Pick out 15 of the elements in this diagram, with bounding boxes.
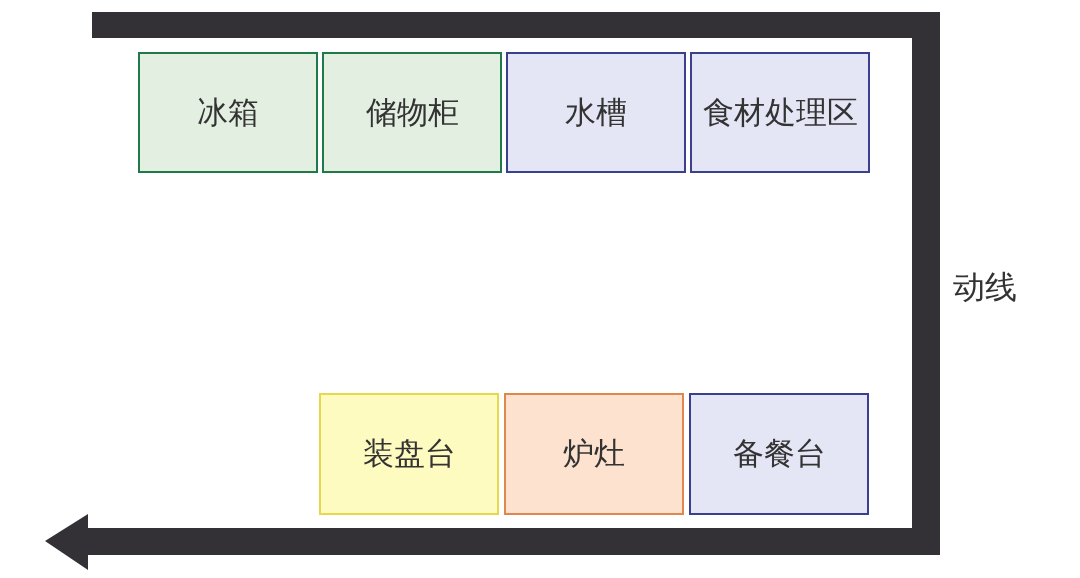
area-label: 装盘台: [362, 434, 456, 473]
area-box: [506, 52, 686, 173]
area-label: 备餐台: [732, 434, 826, 473]
area-label: 冰箱: [197, 92, 259, 132]
area-box: [138, 52, 318, 173]
area-label: 食材处理区: [702, 92, 858, 132]
area-box: [322, 52, 502, 173]
area-box: [504, 393, 684, 515]
area-box: [690, 52, 870, 173]
area-box: [319, 393, 499, 515]
flow-label: 动线: [953, 267, 1017, 308]
area-label: 储物柜: [365, 92, 459, 132]
area-label: 水槽: [565, 92, 627, 132]
area-label: 炉灶: [563, 434, 625, 473]
area-box: [689, 393, 869, 515]
